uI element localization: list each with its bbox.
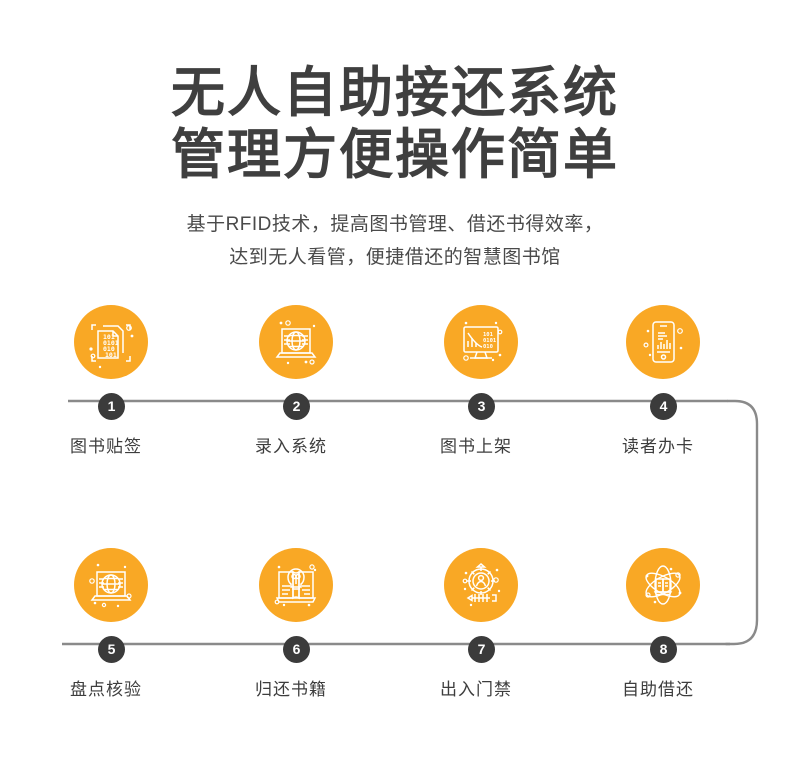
svg-text:0101: 0101 [103, 339, 119, 347]
svg-text:101: 101 [103, 333, 115, 341]
flow-step-label-3: 图书上架 [440, 437, 512, 456]
flow-step-label-2: 录入系统 [255, 437, 327, 456]
page-subtitle-line-2: 达到无人看管，便捷借还的智慧图书馆 [229, 247, 561, 268]
smartphone-barchart-icon [626, 305, 700, 379]
flow-step-badge-6: 6 [283, 636, 310, 663]
flow-step-badge-7: 7 [468, 636, 495, 663]
flow-step-badge-2: 2 [283, 393, 310, 420]
page-subtitle: 基于RFID技术，提高图书管理、借还书得效率， 达到无人看管，便捷借还的智慧图书… [0, 208, 790, 274]
gear-person-turnstile-icon [444, 548, 518, 622]
flow-step-badge-5: 5 [98, 636, 125, 663]
flow-step-badge-4: 4 [650, 393, 677, 420]
flow-step-label-1: 图书贴签 [70, 437, 142, 456]
page-title-line-1: 无人自助接还系统 [171, 63, 619, 123]
flow-step-label-7: 出入门禁 [440, 680, 512, 699]
svg-text:101: 101 [105, 351, 117, 359]
open-book-lightbulb-icon [259, 548, 333, 622]
svg-text:0101: 0101 [483, 338, 497, 344]
svg-text:010: 010 [103, 345, 115, 353]
flow-step-badge-3: 3 [468, 393, 495, 420]
page-subtitle-line-1: 基于RFID技术，提高图书管理、借还书得效率， [186, 214, 604, 235]
laptop-globe-icon [259, 305, 333, 379]
flow-step-label-8: 自助借还 [622, 680, 694, 699]
flow-step-label-6: 归还书籍 [255, 680, 327, 699]
laptop-globe-scan-icon [74, 548, 148, 622]
flow-step-label-5: 盘点核验 [70, 680, 142, 699]
svg-text:101: 101 [483, 332, 494, 338]
monitor-chart-binary-icon: 101 0101 010 [444, 305, 518, 379]
flow-step-badge-8: 8 [650, 636, 677, 663]
flow-line-curve-connector [724, 399, 759, 646]
page-header: 无人自助接还系统 管理方便操作简单 基于RFID技术，提高图书管理、借还书得效率… [0, 62, 790, 274]
document-binary-code-icon: 101 0101 010 101 [74, 305, 148, 379]
svg-text:010: 010 [483, 344, 493, 350]
flow-step-badge-1: 1 [98, 393, 125, 420]
atom-book-icon [626, 548, 700, 622]
page-title-line-2: 管理方便操作简单 [171, 125, 619, 185]
flow-step-label-4: 读者办卡 [622, 437, 694, 456]
